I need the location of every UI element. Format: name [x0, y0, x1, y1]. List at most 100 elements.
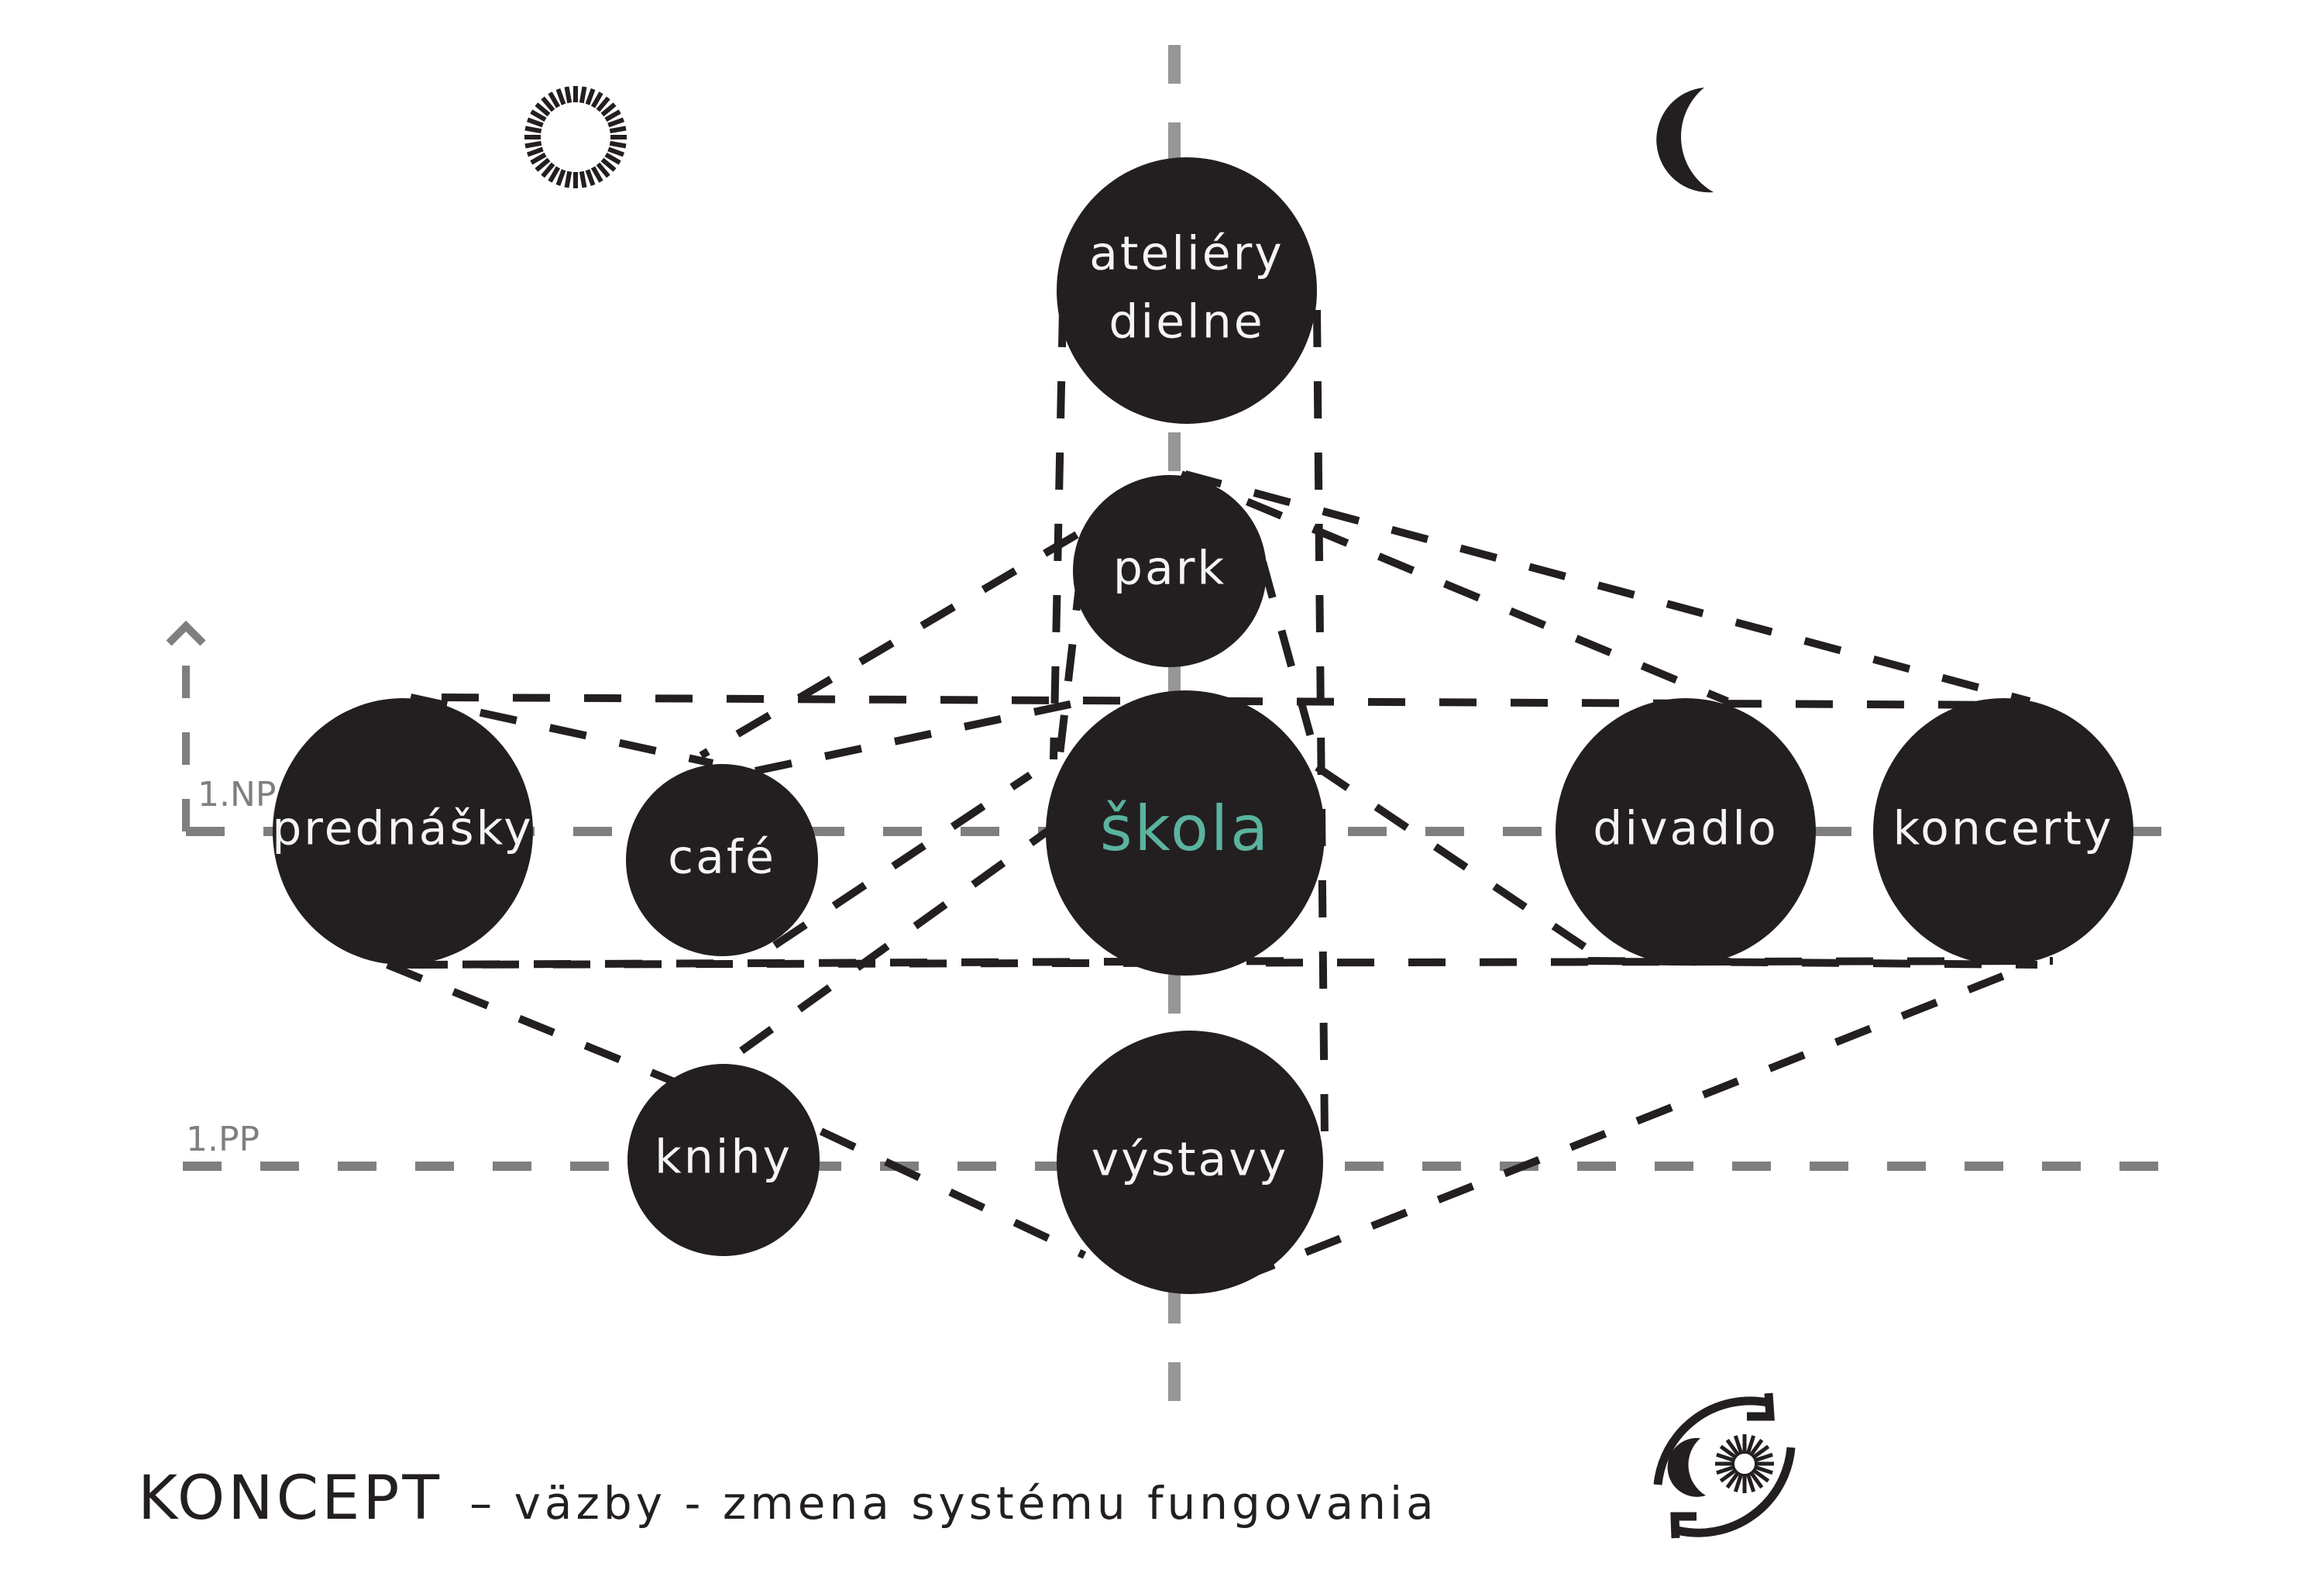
sun-ray [1748, 1471, 1764, 1489]
connection-ateliery-vystavy [1313, 309, 1329, 1140]
caption-title: KONCEPT [138, 1464, 442, 1533]
node-circle [1057, 157, 1317, 424]
node-label: park [1113, 542, 1226, 596]
connection-skola-divadlo [1315, 763, 1590, 953]
connection-park-cafe [699, 531, 1079, 759]
sun-ray [607, 146, 625, 157]
node-label: ateliéry [1089, 227, 1284, 281]
arrow-up-icon [166, 620, 206, 646]
sun-ray [535, 157, 551, 172]
sun-ray [1753, 1465, 1773, 1475]
sun-ray [555, 169, 566, 187]
node-label: dielne [1109, 295, 1264, 349]
sun-ray [600, 102, 617, 117]
node-circle [1057, 1031, 1323, 1294]
nodes: ateliéry dielne park prednášky café škola diva… [272, 157, 2133, 1294]
sun-ray [526, 117, 544, 128]
node-vystavy: výstavy [1057, 1031, 1323, 1294]
sun-ray [1716, 1465, 1736, 1475]
sun-ray [564, 170, 572, 188]
sun-ray [526, 146, 544, 157]
sun-ray [596, 162, 610, 178]
sun-ray [609, 140, 627, 149]
cycle-sun-icon [1715, 1434, 1774, 1493]
sun-ray [1725, 1438, 1741, 1457]
sun-ray [548, 166, 561, 183]
sun-ray [1745, 1435, 1756, 1455]
node-circle [1556, 698, 1816, 965]
node-circle [1073, 475, 1267, 667]
connection-park-vystavy [1259, 560, 1321, 761]
sun-ray [524, 126, 542, 134]
connection-knihy-vystavy [819, 1127, 1087, 1259]
connection-park-skola [1054, 573, 1085, 776]
cycle-arrow-bottom [1676, 1447, 1796, 1537]
sun-ray [1719, 1468, 1738, 1483]
sun-ray [530, 109, 547, 122]
node-divadlo: divadlo [1556, 698, 1816, 965]
sun-ray [590, 166, 603, 183]
sun-ray [1716, 1452, 1736, 1463]
connection-cafe-skola [754, 697, 1086, 775]
sun-ray [548, 91, 561, 108]
node-circle [273, 698, 533, 965]
connection-park-divadlo [1180, 470, 1729, 705]
sun-ray [1752, 1468, 1770, 1483]
cycle-arrow-top [1653, 1396, 1769, 1485]
moon-icon [1656, 88, 1714, 193]
connection-prednasky-knihy [386, 961, 683, 1089]
node-circle [1046, 690, 1325, 976]
connection-vystavy-koncerty [1238, 965, 2023, 1282]
connection-prednasky-divadlo [410, 957, 2054, 969]
connection-cafe-knihy [772, 771, 1033, 949]
sun-ray [1752, 1444, 1770, 1460]
sun-ray [604, 152, 621, 165]
sun-ray [1733, 1435, 1744, 1455]
cycle-arrowhead-bottom [1670, 1512, 1697, 1539]
sun-ray [1719, 1444, 1738, 1460]
caption: KONCEPT – väzby - zmena systému fungovan… [138, 1464, 1438, 1533]
sun-ray [530, 152, 547, 165]
sun-ray [600, 157, 617, 172]
cycle-moon-icon [1667, 1437, 1706, 1497]
node-knihy: knihy [627, 1064, 820, 1256]
sun-ray [596, 96, 610, 112]
node-label: škola [1100, 793, 1270, 865]
node-label: prednášky [272, 802, 534, 856]
sun-ray [585, 169, 596, 187]
sun-ray [585, 88, 596, 105]
node-circle [627, 1064, 820, 1256]
sun-ray [579, 170, 587, 188]
sun-ray [1725, 1471, 1741, 1489]
node-circle [626, 764, 818, 956]
connection-park-koncerty [1184, 470, 2031, 705]
node-circle [1873, 698, 2133, 965]
connection-ateliery-skola [1050, 309, 1067, 760]
node-cafe: café [626, 764, 818, 956]
sun-ray [535, 102, 551, 117]
caption-subtitle: – väzby - zmena systému fungovania [469, 1477, 1437, 1530]
node-ateliery: ateliéry dielne [1057, 157, 1317, 424]
sun-ray [607, 117, 625, 128]
connection-prednasky-cafe [409, 694, 714, 767]
connection-skola-knihy [648, 817, 1064, 1120]
sun-icon [524, 86, 627, 188]
node-koncerty: koncerty [1873, 698, 2133, 965]
sun-ray [541, 162, 555, 178]
sun-ray [604, 109, 621, 122]
node-park: park [1073, 475, 1267, 667]
sun-ray [579, 86, 587, 104]
sun-ray [541, 96, 555, 112]
sun-ray [564, 86, 572, 104]
floor-label-pp: 1.PP [186, 1120, 260, 1159]
node-label: divadlo [1593, 802, 1779, 856]
node-label: knihy [655, 1131, 792, 1185]
node-label: café [668, 831, 776, 885]
floor-label-np: 1.NP [198, 775, 276, 814]
sun-ray [590, 91, 603, 108]
cycle-arrowhead-top [1747, 1392, 1775, 1421]
sun-ray [524, 140, 542, 149]
node-label: výstavy [1092, 1133, 1289, 1187]
sun-ray [1745, 1472, 1756, 1492]
